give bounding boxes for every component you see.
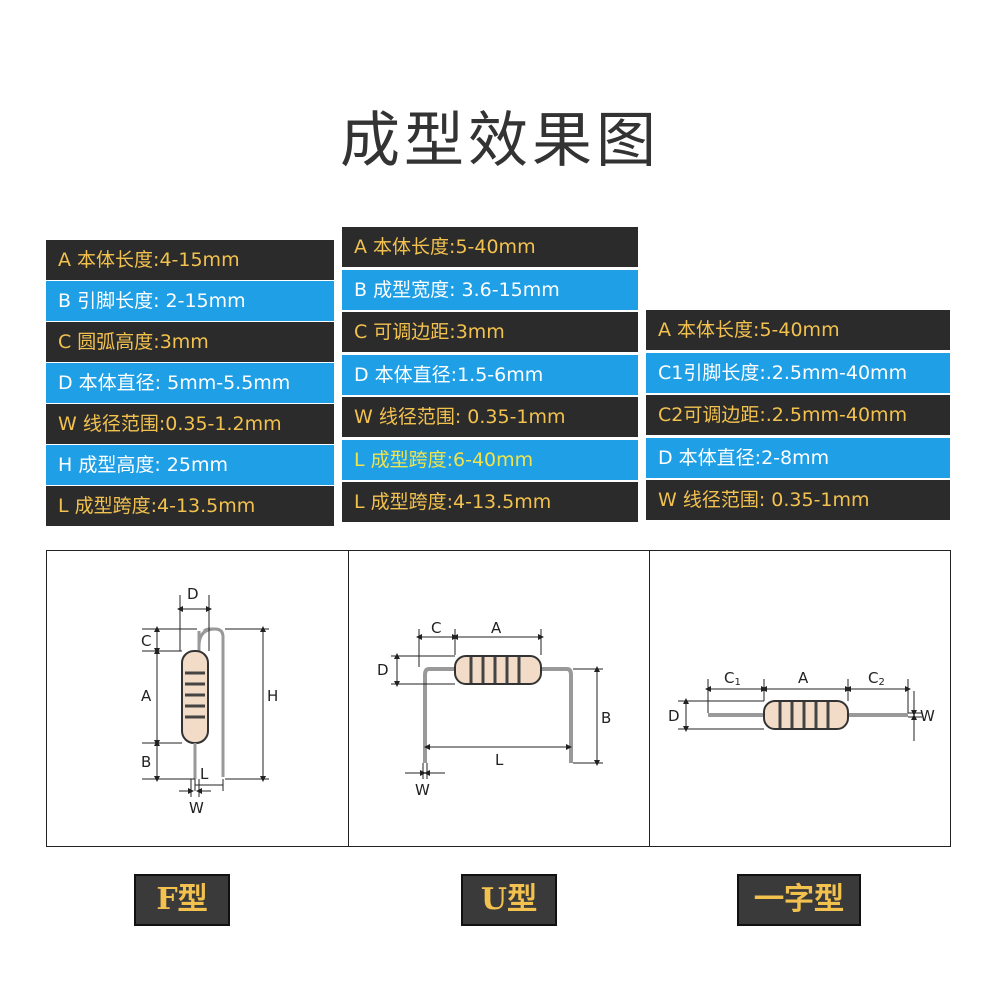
dim-label-c: C [431,619,441,637]
spec-table-line: A 本体长度:5-40mm C1引脚长度:.2.5mm-40mm C2可调边距:… [646,310,950,522]
spec-table-u: A 本体长度:5-40mm B 成型宽度: 3.6-15mm C 可调边距:3m… [342,227,638,522]
dim-label-a: A [491,619,502,637]
diagram-line: C1 A C2 D W [649,550,951,847]
spec-row: C 圆弧高度:3mm [46,322,334,362]
spec-row: L 成型跨度:4-13.5mm [46,486,334,526]
spec-row: A 本体长度:5-40mm [646,310,950,350]
diagram-f: D C A B H L W [46,550,349,847]
spec-row: C1引脚长度:.2.5mm-40mm [646,353,950,393]
dim-label-c1: C1 [724,669,741,688]
spec-row: L 成型跨度:6-40mm [342,440,638,480]
spec-row: W 线径范围: 0.35-1mm [342,397,638,437]
spec-row: H 成型高度: 25mm [46,445,334,485]
dim-label-a: A [141,687,152,705]
type-label-f: F型 [134,874,230,926]
type-label-line: 一字型 [737,874,861,926]
spec-row: C2可调边距:.2.5mm-40mm [646,395,950,435]
spec-row: W 线径范围:0.35-1.2mm [46,404,334,444]
dim-label-c2: C2 [868,669,885,688]
dim-label-w: W [189,799,204,817]
spec-row: D 本体直径: 5mm-5.5mm [46,363,334,403]
spec-row: L 成型跨度:4-13.5mm [342,482,638,522]
dim-label-w: W [920,707,935,725]
spec-row: D 本体直径:1.5-6mm [342,355,638,395]
dim-label-b: B [601,709,611,727]
spec-row: A 本体长度:5-40mm [342,227,638,267]
page-title: 成型效果图 [340,106,660,176]
dim-label-d: D [668,707,680,725]
dim-label-a: A [798,669,809,687]
dim-label-w: W [415,781,430,799]
diagram-u: C A D B L W [348,550,650,847]
dim-label-l: L [495,751,504,769]
spec-row: B 成型宽度: 3.6-15mm [342,270,638,310]
dim-label-b: B [141,753,151,771]
spec-row: B 引脚长度: 2-15mm [46,281,334,321]
spec-row: W 线径范围: 0.35-1mm [646,480,950,520]
type-label-u: U型 [461,874,557,926]
spec-row: D 本体直径:2-8mm [646,438,950,478]
spec-row: C 可调边距:3mm [342,312,638,352]
dim-label-c: C [141,632,151,650]
dim-label-l: L [200,765,209,783]
dim-label-d: D [187,585,199,603]
spec-row: A 本体长度:4-15mm [46,240,334,280]
dim-label-d: D [377,661,389,679]
spec-table-f: A 本体长度:4-15mm B 引脚长度: 2-15mm C 圆弧高度:3mm … [46,240,334,526]
dim-label-h: H [267,687,278,705]
